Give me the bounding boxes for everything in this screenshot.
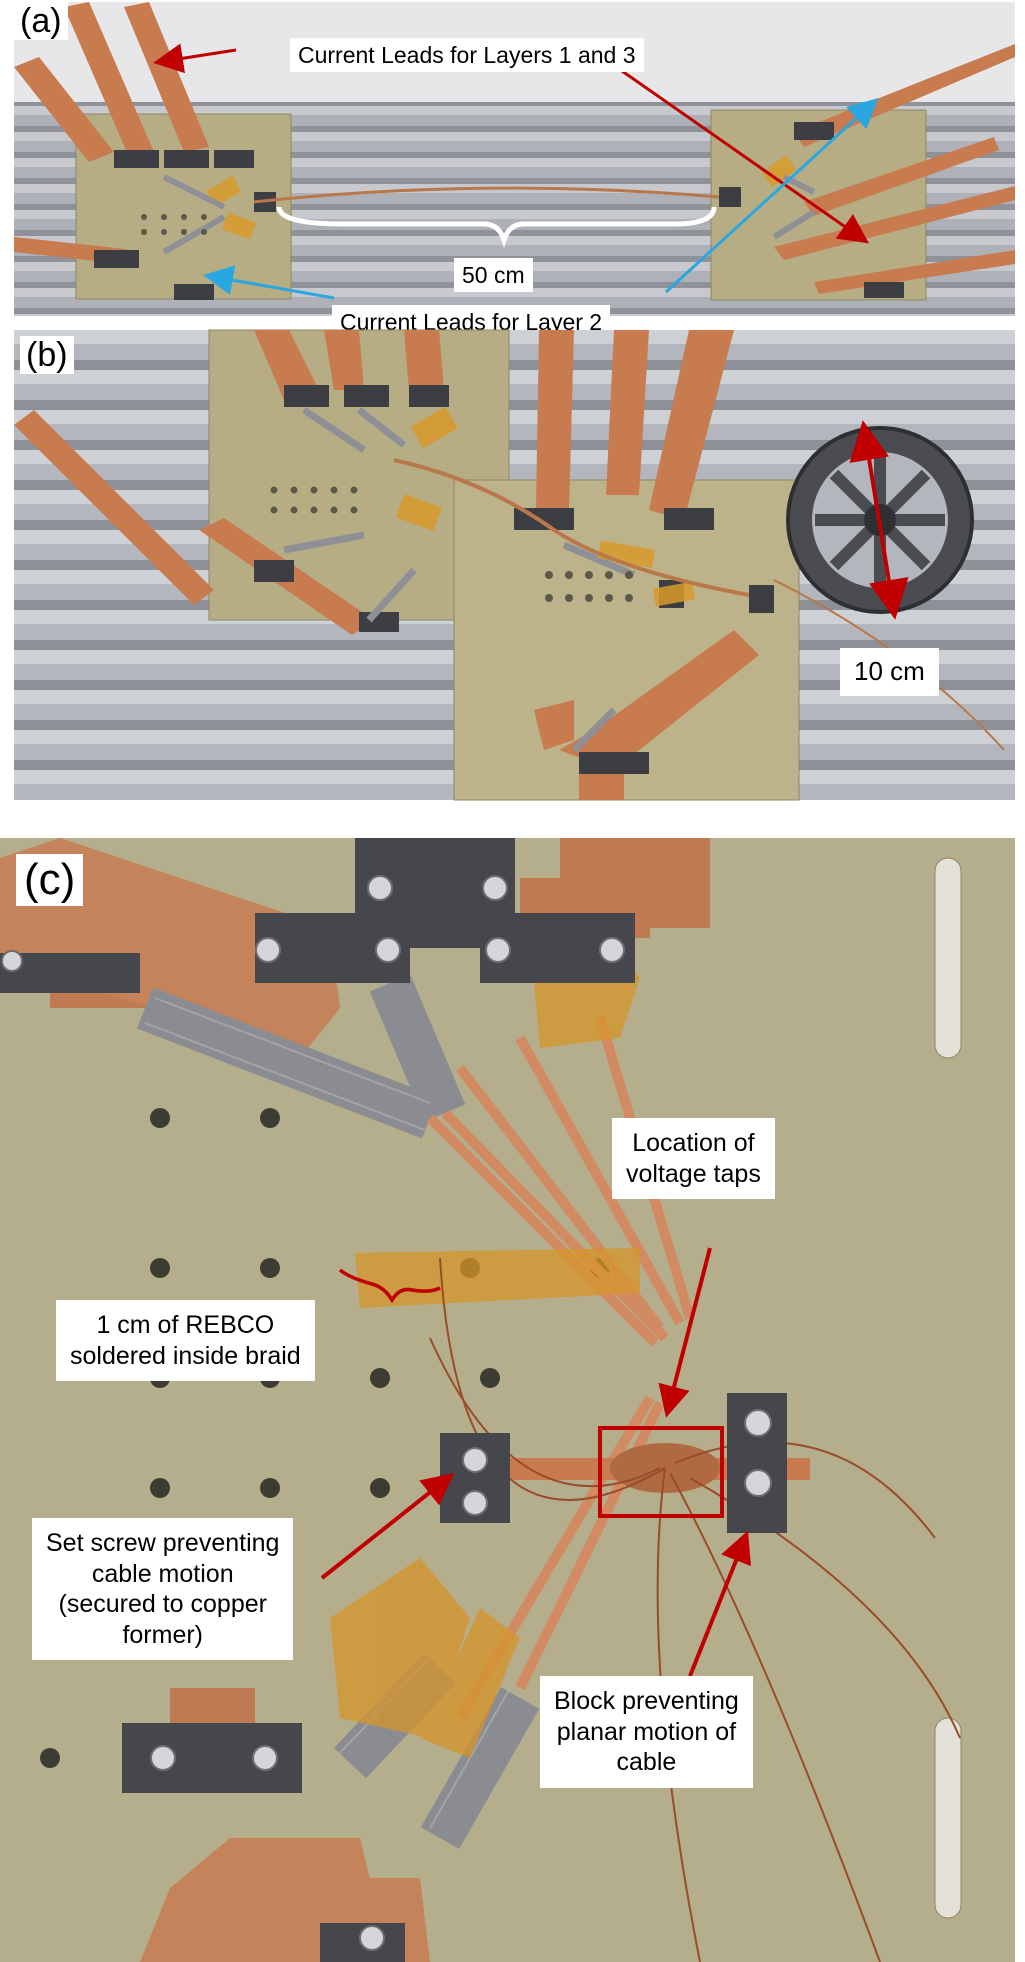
clamps xyxy=(254,385,774,774)
label-diameter-10cm: 10 cm xyxy=(840,648,939,696)
board-holes xyxy=(141,214,207,235)
panel-b-photo xyxy=(14,329,1015,801)
label-leads-layers-1-3: Current Leads for Layers 1 and 3 xyxy=(290,38,644,73)
arrow-leads-2-right xyxy=(664,97,879,294)
panel-b-label: (b) xyxy=(20,336,74,374)
voltage-tap-box xyxy=(598,1426,724,1518)
copper-lead-top-left xyxy=(0,838,340,1058)
rebco-cable xyxy=(393,458,750,597)
label-block-line3: cable xyxy=(616,1748,677,1776)
label-voltage-taps-line1: Location of xyxy=(632,1129,755,1157)
braids xyxy=(283,407,636,753)
label-block: Block preventing planar motion of cable xyxy=(540,1676,753,1788)
label-block-line1: Block preventing xyxy=(554,1687,739,1715)
panel-a-photo xyxy=(14,2,1015,316)
copper-leads-left xyxy=(14,2,209,264)
kapton-tape xyxy=(330,928,640,1758)
label-set-screw-line4: former) xyxy=(122,1620,203,1649)
label-set-screw-line2: cable motion xyxy=(91,1559,234,1588)
arrow-leads-1-3-left xyxy=(153,43,237,74)
screws xyxy=(1,875,772,1951)
distance-brace xyxy=(276,206,717,249)
label-block-line2: planar motion of xyxy=(556,1717,737,1746)
arrow-block xyxy=(688,1530,751,1677)
label-set-screw: Set screw preventing cable motion (secur… xyxy=(32,1518,294,1660)
rebco-cable xyxy=(253,186,720,204)
board-slots xyxy=(934,857,962,1919)
kapton-tape xyxy=(206,155,797,240)
panel-c-label: (c) xyxy=(16,854,84,906)
label-set-screw-line1: Set screw preventing xyxy=(46,1529,280,1557)
board-holes xyxy=(270,486,633,602)
panel-a: (a) Current Leads for Layers 1 and 3 50 … xyxy=(14,2,1015,340)
label-distance-50cm: 50 cm xyxy=(454,258,533,293)
label-rebco-line2: soldered inside braid xyxy=(70,1341,301,1370)
panel-b: (b) 10 cm xyxy=(14,329,1015,801)
panel-c: (c) Location of voltage taps 1 cm of REB… xyxy=(0,838,1015,1962)
arrow-leads-1-3-right xyxy=(611,62,869,244)
label-rebco-soldered: 1 cm of REBCO soldered inside braid xyxy=(56,1300,315,1381)
label-set-screw-line3: (secured to copper xyxy=(58,1590,267,1618)
panel-c-photo xyxy=(0,838,1015,1962)
label-voltage-taps-line2: voltage taps xyxy=(626,1159,761,1188)
label-rebco-line1: 1 cm of REBCO xyxy=(96,1311,275,1339)
arrow-diameter xyxy=(849,420,909,620)
rebco-length-brace xyxy=(338,1268,441,1304)
panel-a-label: (a) xyxy=(14,2,68,40)
arrow-leads-2-left xyxy=(203,265,335,300)
label-voltage-taps: Location of voltage taps xyxy=(612,1118,775,1199)
arrow-set-screw xyxy=(320,1473,455,1580)
kapton-tape xyxy=(395,406,696,607)
arrow-voltage-taps xyxy=(658,1247,712,1418)
